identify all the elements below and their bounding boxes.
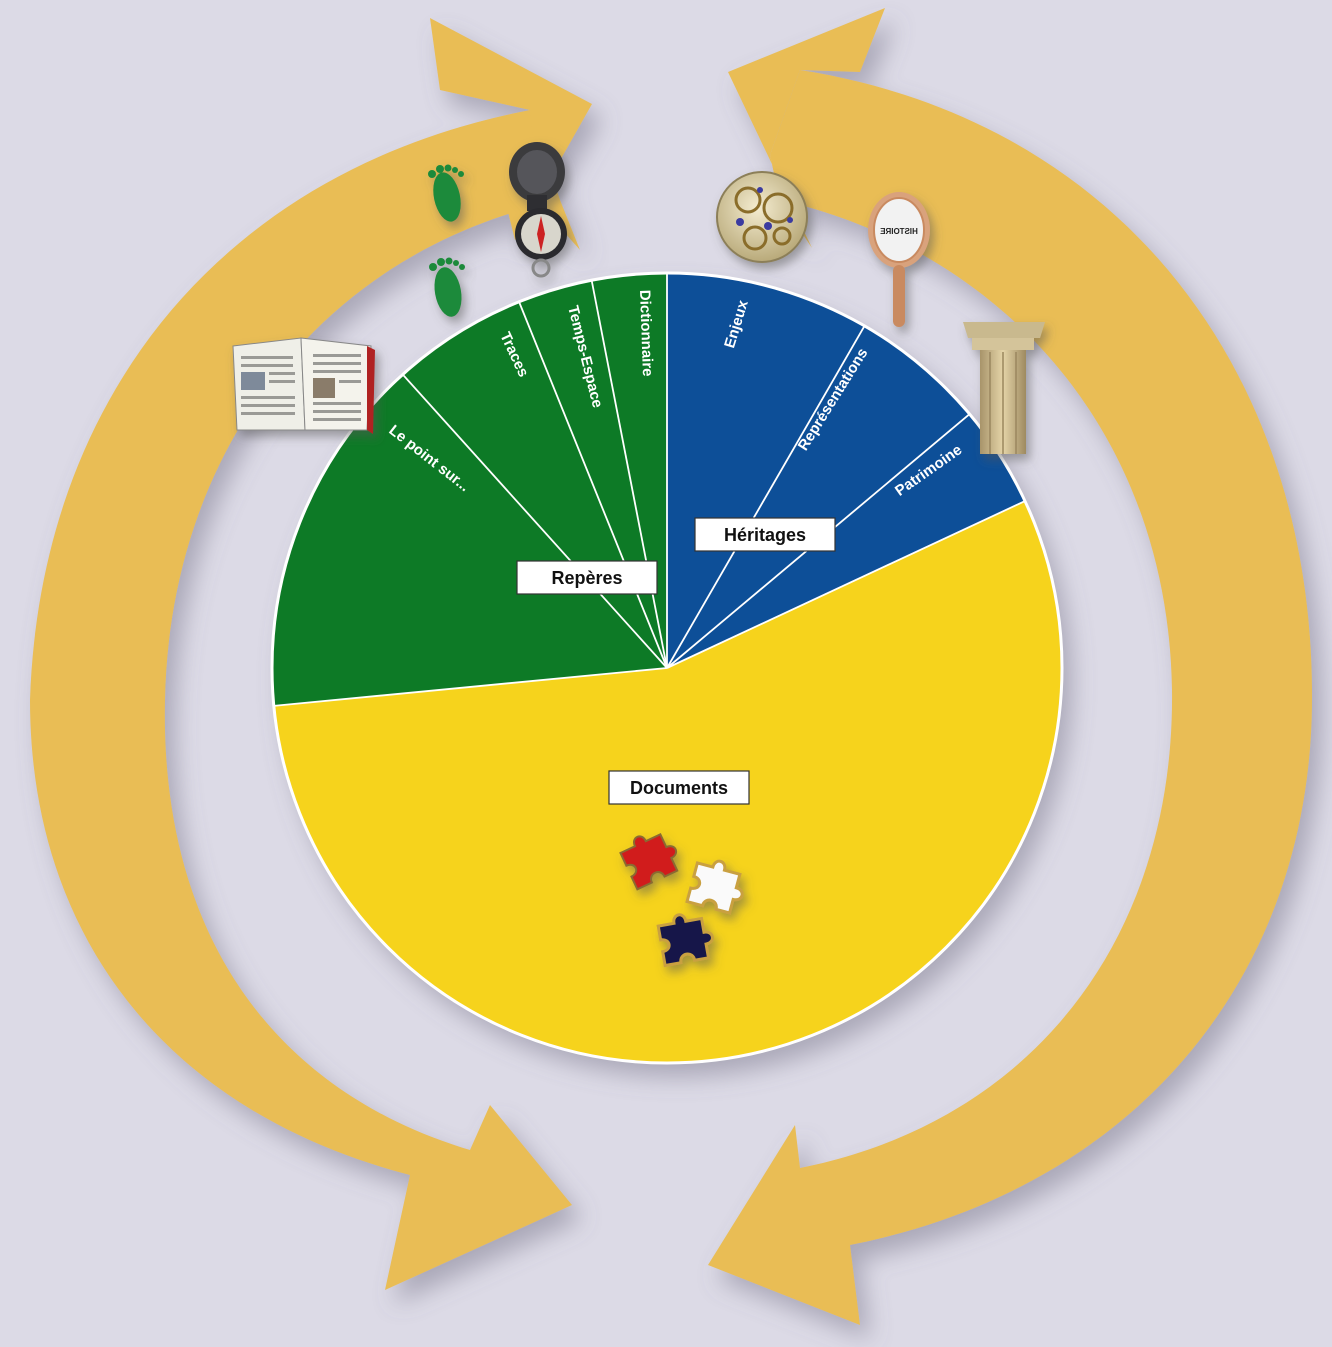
reperes-label: Repères [551,568,622,588]
segment-divider [273,667,668,707]
segment-divider [590,280,668,669]
top-right-arrowhead [728,8,885,248]
puzzle-pieces-icon [619,833,744,968]
reperes-sector [272,273,667,706]
reperes-header: Repères [516,560,658,595]
documents-header: Documents [608,770,750,805]
segment-divider [518,301,668,669]
compass-icon [509,142,567,278]
column-icon [963,322,1045,454]
top-left-arrowhead [430,18,592,240]
cycle-arrows [30,8,1313,1325]
left-cycle-arrow [30,110,580,1290]
footprints-icon [428,164,465,317]
hand-mirror-icon: HISTOIRE [868,192,930,327]
heritages-sector [667,273,1025,668]
segment-divider [402,373,668,669]
right-cycle-arrow [708,70,1313,1325]
documents-label: Documents [630,778,728,798]
segment-label: Dictionnaire [636,290,656,377]
heritages-label: Héritages [724,525,806,545]
segment-divider [666,500,1026,669]
segment-divider [666,325,866,669]
mirror-text: HISTOIRE [880,227,918,236]
book-icon [232,337,375,434]
gears-icon [716,171,808,263]
heritages-header: Héritages [694,517,836,552]
